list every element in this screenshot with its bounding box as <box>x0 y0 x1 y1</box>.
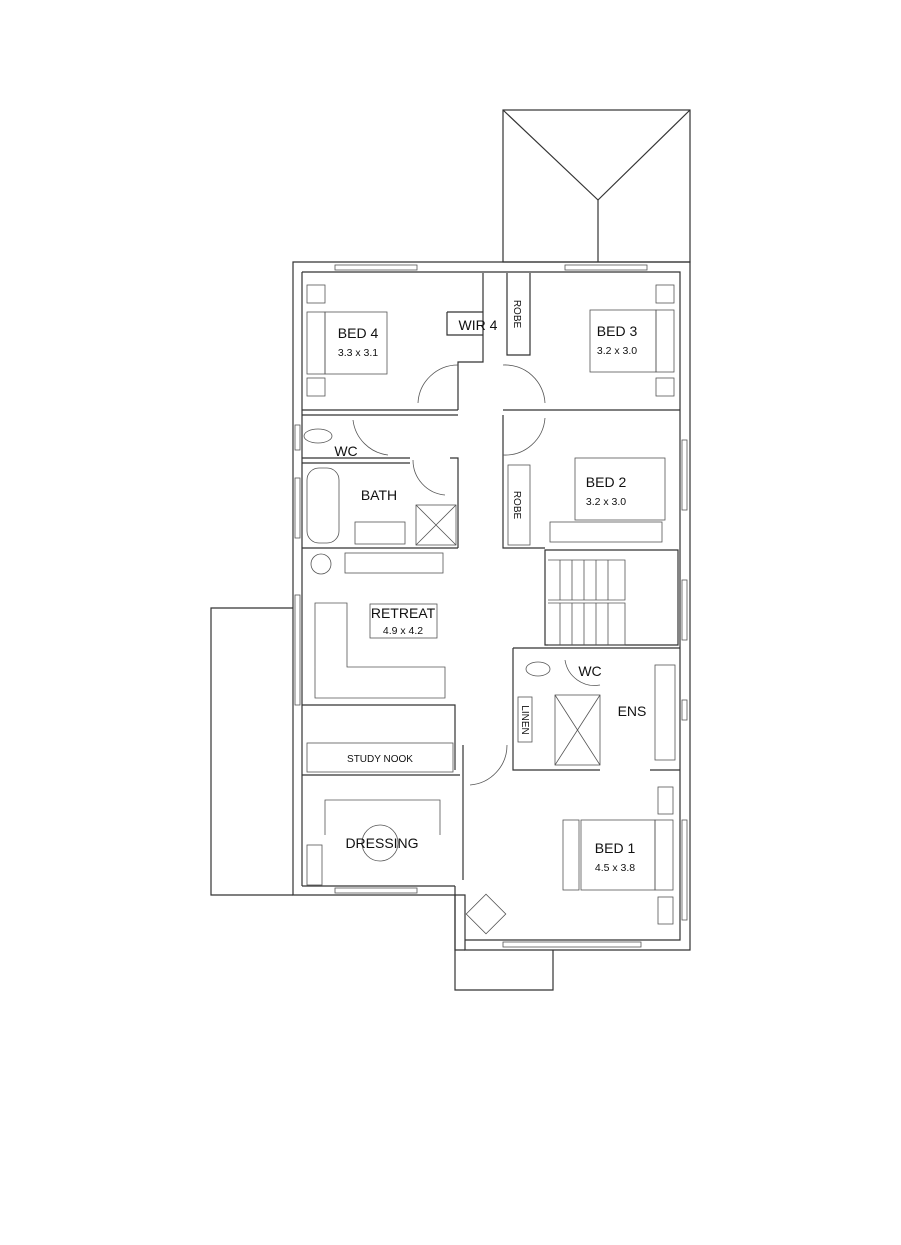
bed1-label: BED 1 <box>595 840 636 856</box>
bed3-size: 3.2 x 3.0 <box>597 345 637 357</box>
study-nook-label: STUDY NOOK <box>347 754 413 765</box>
bed1-size: 4.5 x 3.8 <box>595 862 635 874</box>
bed3-label: BED 3 <box>597 323 638 339</box>
wir4-label: WIR 4 <box>459 317 498 333</box>
wc-top-label: WC <box>334 443 357 459</box>
retreat-label: RETREAT <box>371 605 436 621</box>
outer-walls <box>210 261 691 991</box>
internal-walls <box>302 273 680 880</box>
robe-top-label: ROBE <box>511 300 522 329</box>
fixtures <box>303 284 676 935</box>
bed2-size: 3.2 x 3.0 <box>586 496 626 508</box>
bed4-size: 3.3 x 3.1 <box>338 347 378 359</box>
dressing-label: DRESSING <box>345 835 418 851</box>
roof-outline <box>502 109 691 263</box>
retreat-size: 4.9 x 4.2 <box>383 625 423 637</box>
doors <box>352 364 601 786</box>
bath-label: BATH <box>361 487 397 503</box>
robe-bed2-label: ROBE <box>511 491 522 520</box>
ens-label: ENS <box>618 703 647 719</box>
windows <box>294 264 688 948</box>
bed2-label: BED 2 <box>586 474 627 490</box>
stair-treads <box>559 560 609 645</box>
bed4-label: BED 4 <box>338 325 379 341</box>
retreat-label-box <box>369 603 438 639</box>
wc-ens-label: WC <box>578 663 601 679</box>
linen-label: LINEN <box>519 705 530 734</box>
